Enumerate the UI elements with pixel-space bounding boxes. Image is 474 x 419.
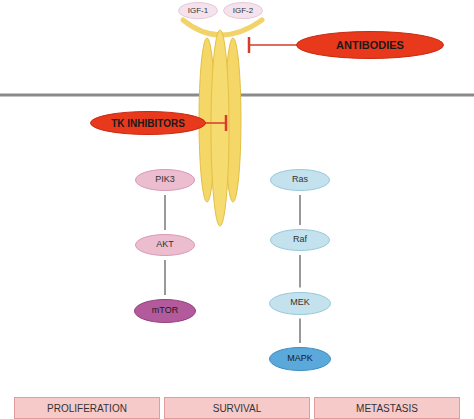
- oval-fill: [224, 3, 263, 19]
- pathway-oval: Ras: [270, 169, 330, 191]
- node-label: AKT: [156, 240, 174, 250]
- pathway-oval: Raf: [270, 229, 330, 251]
- node-label: ANTIBODIES: [336, 39, 404, 51]
- ligand-oval: IGF-2: [223, 2, 263, 19]
- pathway-oval: MEK: [269, 292, 331, 315]
- inhibition-bar: [248, 37, 251, 53]
- node-label: METASTASIS: [356, 403, 418, 414]
- box-fill: [15, 398, 160, 419]
- oval-fill: [136, 235, 195, 256]
- node-label: TK INHIBITORS: [111, 118, 185, 129]
- ligand-oval: IGF-1: [178, 2, 218, 19]
- pathway-oval: mTOR: [134, 299, 196, 323]
- node-label: SURVIVAL: [213, 403, 262, 414]
- oval-fill: [135, 300, 196, 323]
- oval-fill: [179, 3, 218, 19]
- pathway-connector: [164, 195, 165, 230]
- node-label: Ras: [292, 175, 308, 185]
- pathway-connector: [299, 195, 300, 225]
- receptor-subunit: [211, 30, 229, 226]
- node-label: IGF-2: [233, 7, 253, 16]
- pathway-oval: MAPK: [269, 347, 331, 371]
- box-fill: [315, 398, 460, 419]
- node-label: PIK3: [155, 175, 175, 185]
- oval-fill: [297, 32, 444, 59]
- pathway-connector: [299, 319, 300, 344]
- outcome-box: METASTASIS: [314, 397, 460, 419]
- outcome-box: SURVIVAL: [164, 397, 310, 419]
- node-label: IGF-1: [188, 7, 208, 16]
- inhibition-line: [205, 122, 226, 124]
- oval-fill: [270, 292, 331, 314]
- node-label: MAPK: [287, 354, 313, 364]
- oval-fill: [91, 112, 206, 135]
- pathway-oval: PIK3: [135, 169, 195, 191]
- node-label: MEK: [290, 298, 310, 308]
- pathway-connector: [164, 260, 165, 295]
- oval-fill: [136, 170, 195, 191]
- outcome-box: PROLIFERATION: [14, 397, 160, 419]
- pathway-connector: [299, 255, 300, 288]
- oval-fill: [271, 170, 330, 191]
- inhibitor-oval: TK INHIBITORS: [90, 111, 206, 135]
- oval-fill: [271, 230, 330, 251]
- inhibition-line: [249, 44, 298, 46]
- inhibitor-oval: ANTIBODIES: [296, 31, 444, 59]
- inhibition-bar: [225, 115, 228, 131]
- box-fill: [165, 398, 310, 419]
- oval-fill: [270, 348, 331, 371]
- pathway-oval: AKT: [135, 234, 195, 256]
- node-label: PROLIFERATION: [47, 403, 127, 414]
- node-label: Raf: [293, 235, 307, 245]
- node-label: mTOR: [152, 306, 178, 316]
